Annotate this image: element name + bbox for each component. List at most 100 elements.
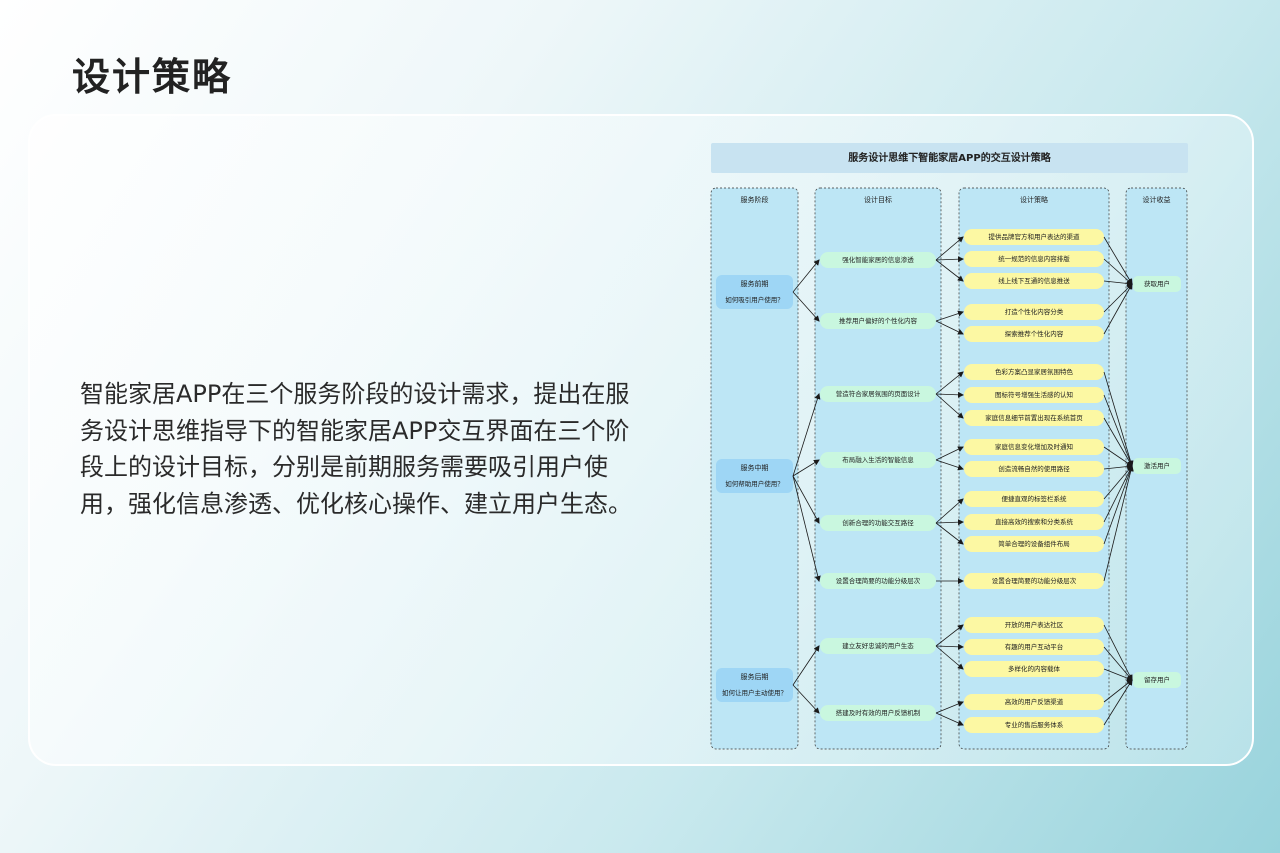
benefit-label: 留存用户 [1144, 675, 1170, 684]
connector-arrow [1103, 446, 1133, 467]
connector-arrow [935, 498, 964, 524]
goal-box [820, 573, 936, 589]
connector-arrow [1103, 371, 1134, 467]
strategy-label: 统一规范的信息内容排版 [998, 254, 1070, 263]
connector-arrow [1103, 236, 1133, 285]
stage-box [716, 668, 793, 702]
strategy-box [964, 364, 1104, 380]
connector-arrow [1103, 283, 1133, 335]
connector-arrow [935, 643, 964, 650]
strategy-box [964, 491, 1104, 507]
strategy-box [964, 251, 1104, 267]
strategy-label: 探索推荐个性化内容 [1005, 329, 1064, 338]
goal-box [820, 638, 936, 654]
goal-box [820, 515, 936, 531]
diagram-title-bar [711, 143, 1188, 173]
goal-label: 设置合理简要的功能分级层次 [836, 576, 921, 585]
stage-box [716, 459, 793, 493]
connector-arrow [935, 391, 964, 398]
stage-name: 服务中期 [741, 463, 769, 472]
connector-arrow [792, 259, 820, 293]
strategy-box [964, 273, 1104, 289]
strategy-box [964, 536, 1104, 552]
connector-arrow [935, 624, 964, 647]
connector-arrow [935, 522, 964, 545]
goal-label: 推荐用户偏好的个性化内容 [839, 316, 918, 325]
connector-arrow [935, 446, 964, 461]
page-title: 设计策略 [72, 55, 233, 99]
goal-label: 布局融入生活的智能信息 [842, 455, 914, 464]
stage-name: 服务后期 [741, 672, 769, 681]
strategy-label: 简单合理的设备组件布局 [998, 539, 1070, 548]
benefit-box [1133, 276, 1181, 292]
connector-arrow [792, 475, 821, 582]
strategy-box [964, 326, 1104, 342]
connector-arrow [935, 393, 964, 419]
strategy-label: 家庭信息变化增加及时通知 [995, 442, 1073, 451]
connector-arrow [1103, 624, 1133, 681]
strategy-label: 家庭信息细节前置出现在系统首页 [985, 413, 1083, 422]
strategy-box [964, 304, 1104, 320]
connector-arrow [935, 459, 964, 471]
diagram-title: 服务设计思维下智能家居APP的交互设计策略 [848, 151, 1051, 164]
strategy-label: 直接高效的搜索和分类系统 [995, 517, 1074, 526]
strategy-box [964, 717, 1104, 733]
connector-arrow [935, 236, 964, 261]
benefit-box [1133, 458, 1181, 474]
connector-arrow [1103, 646, 1133, 681]
strategy-box [964, 661, 1104, 677]
strategy-box [964, 461, 1104, 477]
stage-name: 服务前期 [741, 279, 769, 288]
strategy-label: 线上线下互通的信息推送 [998, 276, 1070, 285]
strategy-box [964, 229, 1104, 245]
strategy-box [964, 694, 1104, 710]
connector-arrow [1103, 258, 1133, 285]
strategy-box [964, 639, 1104, 655]
strategy-label: 图标符号增强生活感的认知 [995, 390, 1073, 399]
connector-arrow [1103, 465, 1134, 545]
connector-arrow [935, 371, 964, 395]
connector-arrow [935, 701, 964, 714]
goal-label: 强化智能家居的信息渗透 [842, 255, 914, 264]
strategy-box [964, 617, 1104, 633]
connector-arrow [1103, 394, 1133, 467]
connector-arrow [1103, 417, 1133, 467]
strategy-label: 便捷直观的标签栏系统 [1002, 494, 1068, 503]
column-header: 服务阶段 [741, 195, 769, 204]
goal-box [820, 452, 936, 468]
stage-question: 如何吸引用户使用？ [725, 295, 784, 304]
connector-arrow [792, 684, 820, 714]
stage-question: 如何帮助用户使用？ [725, 479, 784, 488]
strategy-box [964, 387, 1104, 403]
goal-box [820, 705, 936, 721]
goal-label: 搭建及时有效的用户反馈机制 [836, 708, 921, 717]
connector-arrow [935, 645, 964, 670]
connector-arrow [935, 256, 964, 263]
connector-arrow [792, 393, 821, 477]
connector-arrow [935, 712, 964, 726]
strategy-label: 高效的用户反馈渠道 [1005, 697, 1064, 706]
strategy-label: 多样化的内容载体 [1008, 664, 1061, 673]
goal-label: 营造符合家居氛围的页面设计 [836, 389, 921, 398]
stage-box [716, 275, 793, 309]
benefit-label: 激活用户 [1144, 461, 1170, 470]
strategy-box [964, 410, 1104, 426]
goal-label: 建立友好忠诚的用户生态 [842, 641, 914, 650]
connector-arrow [792, 291, 820, 322]
goal-box [820, 313, 936, 329]
column-panel [814, 187, 942, 750]
strategy-label: 打造个性化内容分类 [1005, 307, 1064, 316]
strategy-label: 开放的用户表达社区 [1005, 620, 1064, 629]
connector-arrow [1103, 465, 1133, 523]
connector-arrow [1103, 668, 1133, 681]
connector-arrow [935, 519, 964, 526]
column-header: 设计策略 [1020, 195, 1048, 204]
connector-arrow [1103, 679, 1133, 726]
goal-box [820, 386, 936, 402]
connector-arrow [792, 475, 820, 524]
column-header: 设计收益 [1143, 195, 1171, 204]
benefit-label: 获取用户 [1144, 279, 1170, 288]
goal-box [820, 252, 936, 268]
strategy-label: 有趣的用户互动平台 [1005, 642, 1064, 651]
